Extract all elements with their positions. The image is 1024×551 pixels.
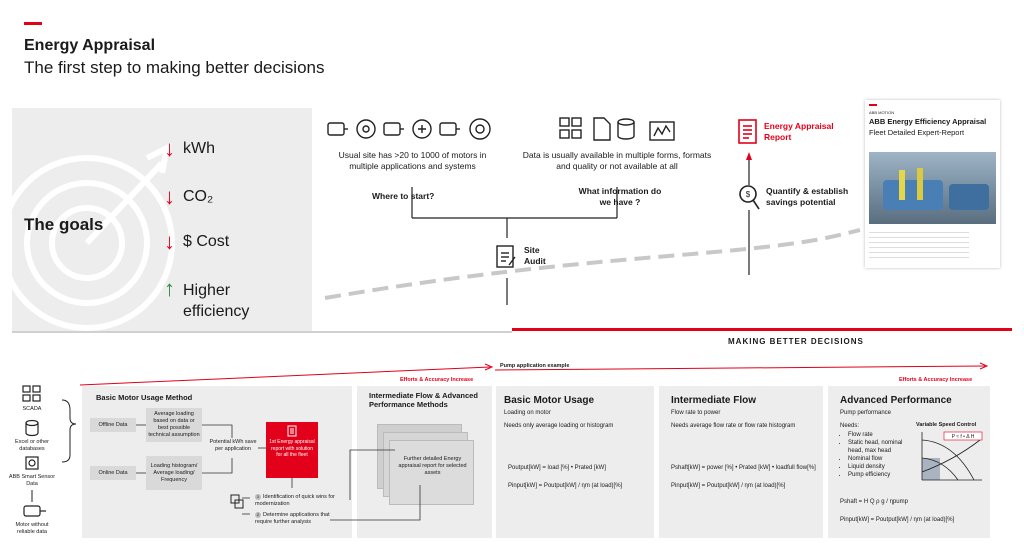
report-brand: ABB MOTION [869,110,895,115]
col-basic-sub: Loading on motor [504,410,551,416]
vsc-formula: P ≈ f • Δ H [952,434,975,440]
banner-grey-line [12,331,512,333]
goals-label: The goals [24,215,104,234]
stacked-docs [377,424,482,524]
what-info-label: What information do we have ? [578,186,662,207]
col-intermediate-formula-2: Pinput[kW] = Poutput[kW] / ηm (at load)[… [671,483,786,489]
pump-example-label: Pump application example [500,363,570,369]
basic-method-panel: Basic Motor Usage Method Offline Data Av… [82,386,352,538]
avg-loading-box: Average loading based on data or best po… [146,408,202,442]
col-intermediate-formula-1: Pshaft[kW] = power [%] • Prated [kW] • l… [671,465,816,471]
clipboard-icon [496,245,516,268]
report-document: ABB MOTION ABB Energy Efficiency Apprais… [865,100,1000,268]
intermediate-method-title: Intermediate Flow & Advanced Performance… [369,391,478,409]
col-advanced-formula-1: Pshaft = H Q ρ g / ηpump [840,499,908,505]
source-scada: SCADA [22,406,42,412]
efforts-left-label: Efforts & Accuracy Increase [400,377,474,383]
goal-cost: ↓ $ Cost [164,229,230,254]
arrow-down-icon: ↓ [164,184,175,209]
motor-icons [327,118,491,140]
banner-red-line [512,328,1012,331]
offline-data-box: Offline Data [90,418,136,432]
col-basic-formula-1: Poutput[kW] = load [%] • Prated [kW] [508,465,606,471]
target-icon [0,142,175,331]
col-advanced-panel: Advanced Performance Pump performance Ne… [828,386,990,538]
need-item: Nominal flow [848,455,913,463]
online-data-box: Online Data [90,466,136,480]
arrow-down-icon: ↓ [164,229,175,254]
motor-icon [23,505,46,517]
header-accent-bar [24,22,42,25]
magnifier-icon: $ [739,185,760,210]
basic-method-title: Basic Motor Usage Method [96,393,193,402]
need-item: Flow rate [848,431,913,439]
data-text: Data is usually available in multiple fo… [522,150,712,171]
motors-text: Usual site has >20 to 1000 of motors in … [338,150,487,171]
smart-sensor-icon [25,456,39,470]
database-icon [25,419,39,437]
col-advanced-needs-list: Flow rate Static head, nominal head, max… [848,431,913,479]
col-intermediate-panel: Intermediate Flow Flow rate to power Nee… [659,386,823,538]
goal-efficiency: ↑ Higher efficiency [164,276,250,321]
histogram-box: Loading histogram/ Average loading/ Freq… [146,456,202,490]
potential-text: Potential kWh save per application [209,439,257,452]
col-basic-formula-2: Pinput[kW] = Poutput[kW] / ηm (at load)[… [508,483,623,489]
pump-curve-chart: P ≈ f • Δ H [921,431,983,481]
need-item: Liquid density [848,463,913,471]
source-excel: Excel or other databases [15,439,49,452]
report-photo [869,152,996,224]
col-basic-needs: Needs only average loading or histogram [504,423,614,429]
col-basic-panel: Basic Motor Usage Loading on motor Needs… [496,386,654,538]
detailed-report-text: Further detailed Energy appraisal report… [398,456,467,476]
svg-text:$: $ [746,190,751,199]
arrow-up-icon: ↑ [164,276,175,301]
page-subtitle: The first step to making better decision… [24,58,325,77]
col-advanced-sub: Pump performance [840,410,892,416]
report-subtitle: Fleet Detailed Expert-Report [869,128,965,137]
report-label: Energy Appraisal Report [764,121,834,142]
where-start-label: Where to start? [372,191,435,201]
data-icons [559,117,675,141]
report-title: ABB Energy Efficiency Appraisal [869,117,987,126]
page-title: Energy Appraisal [24,37,156,54]
col-basic-title: Basic Motor Usage [504,395,595,406]
col-advanced-formula-2: Pinput[kW] = Poutput[kW] / ηm (at load)[… [840,517,955,523]
col-intermediate-title: Intermediate Flow [671,395,757,406]
col-advanced-title: Advanced Performance [840,395,952,406]
col-intermediate-sub: Flow rate to power [671,410,721,416]
source-smart-sensor: ABB Smart Sensor Data [8,474,56,487]
report-icon [287,425,297,437]
goal-co2: ↓ CO₂ [164,184,214,209]
need-item: Pump efficiency [848,471,913,479]
col-advanced-needs-label: Needs: [840,423,860,429]
source-motor: Motor without reliable data [15,522,49,535]
site-audit-label: Site Audit [524,245,546,266]
first-report-box: 1st Energy appraisal report with solutio… [266,422,318,478]
report-table [869,228,969,262]
quantify-label: Quantify & establish savings potential [766,186,849,207]
col-intermediate-needs: Needs average flow rate or flow rate his… [671,423,796,429]
analysis-icon [230,494,244,509]
need-item: Static head, nominal head, max head [848,439,913,455]
basic-flow-arrows [136,424,293,515]
scada-icon [22,385,41,402]
efforts-right-label: Efforts & Accuracy Increase [899,377,973,383]
goals-panel: The goals ↓ kWh ↓ CO₂ ↓ $ Cost ↑ Higher … [0,108,312,331]
report-icon [738,119,757,144]
goal-kwh: ↓ kWh [164,136,215,161]
intermediate-method-panel: Intermediate Flow & Advanced Performance… [357,386,492,538]
arrow-down-icon: ↓ [164,136,175,161]
vsc-title: Variable Speed Control [916,422,977,428]
banner-text: MAKING BETTER DECISIONS [728,337,864,346]
